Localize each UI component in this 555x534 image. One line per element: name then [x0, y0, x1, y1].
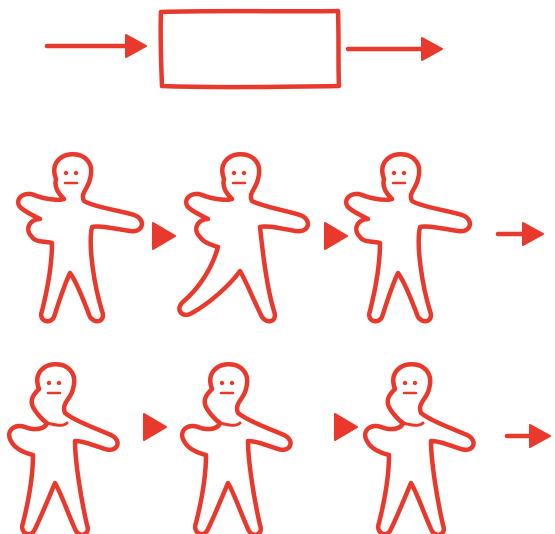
arrow-right-icon: [348, 38, 442, 60]
eye: [392, 171, 396, 175]
triangle-arrow-icon: [325, 223, 347, 249]
eye: [74, 171, 78, 175]
triangle-arrow-icon: [153, 223, 175, 249]
triangle-arrow-icon: [144, 414, 166, 440]
eye: [402, 171, 406, 175]
dancing-figure-icon: [346, 154, 470, 321]
eye: [47, 381, 51, 385]
arrow-right-icon: [47, 35, 146, 57]
dancing-figure-icon: [18, 154, 142, 321]
arrow-right-icon: [507, 425, 550, 447]
eye: [220, 381, 224, 385]
eye: [403, 381, 407, 385]
eye: [230, 381, 234, 385]
eye: [64, 171, 68, 175]
triangle-arrow-icon: [335, 414, 357, 440]
process-box: [161, 11, 339, 87]
eye: [232, 171, 236, 175]
dancing-figure-icon: [9, 364, 117, 534]
dancing-figure-icon: [179, 154, 307, 321]
arrow-right-icon: [498, 223, 543, 245]
eye: [242, 171, 246, 175]
eye: [413, 381, 417, 385]
eye: [57, 381, 61, 385]
dancing-figure-icon: [365, 364, 473, 534]
dancing-figure-icon: [182, 364, 290, 534]
